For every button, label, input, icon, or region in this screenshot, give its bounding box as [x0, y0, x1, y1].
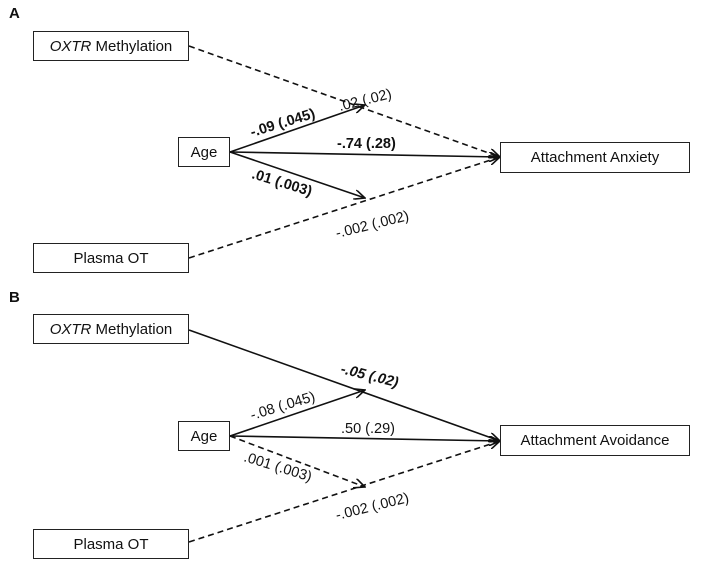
coef-a-age-outcome: -.74 (.28) [337, 136, 396, 152]
arrow-a-age-to-oxtr [229, 105, 365, 153]
node-a-attachment-anxiety: Attachment Anxiety [500, 142, 690, 173]
coef-a-oxtr-outcome: .02 (.02) [337, 86, 393, 115]
node-a-oxtr-rest: Methylation [91, 37, 173, 55]
node-b-oxtr-methylation: OXTR Methylation [33, 314, 189, 344]
node-a-age: Age [178, 137, 230, 167]
panel-b-label: B [9, 289, 20, 306]
node-b-age: Age [178, 421, 230, 451]
arrow-a-age-to-plasma [229, 151, 365, 198]
node-b-oxtr-rest: Methylation [91, 320, 173, 338]
node-a-oxtr-gene: OXTR [49, 37, 92, 55]
coef-a-age-plasma: .01 (.003) [250, 167, 314, 200]
coef-a-plasma-outcome: -.002 (.002) [334, 208, 411, 242]
coef-a-age-oxtr: -.09 (.045) [248, 106, 317, 141]
node-a-plasma-ot: Plasma OT [33, 243, 189, 273]
arrow-b-age-to-plasma [229, 435, 365, 487]
node-b-oxtr-gene: OXTR [49, 320, 92, 338]
arrow-b-age-to-outcome [229, 435, 500, 441]
coef-b-plasma-outcome: -.002 (.002) [334, 490, 411, 524]
node-a-oxtr-methylation: OXTR Methylation [33, 31, 189, 61]
arrow-a-plasma-to-outcome [188, 157, 500, 259]
arrow-b-plasma-to-outcome [188, 441, 500, 543]
coef-b-age-plasma: .001 (.003) [242, 450, 314, 486]
node-b-attachment-avoidance: Attachment Avoidance [500, 425, 690, 456]
arrow-a-oxtr-to-outcome [188, 45, 500, 157]
arrow-a-age-to-outcome [229, 151, 500, 157]
arrow-b-age-to-oxtr [229, 390, 365, 437]
coef-b-age-outcome: .50 (.29) [341, 421, 395, 437]
panel-a-label: A [9, 5, 20, 22]
arrow-b-oxtr-to-outcome [188, 329, 500, 441]
node-b-plasma-ot: Plasma OT [33, 529, 189, 559]
